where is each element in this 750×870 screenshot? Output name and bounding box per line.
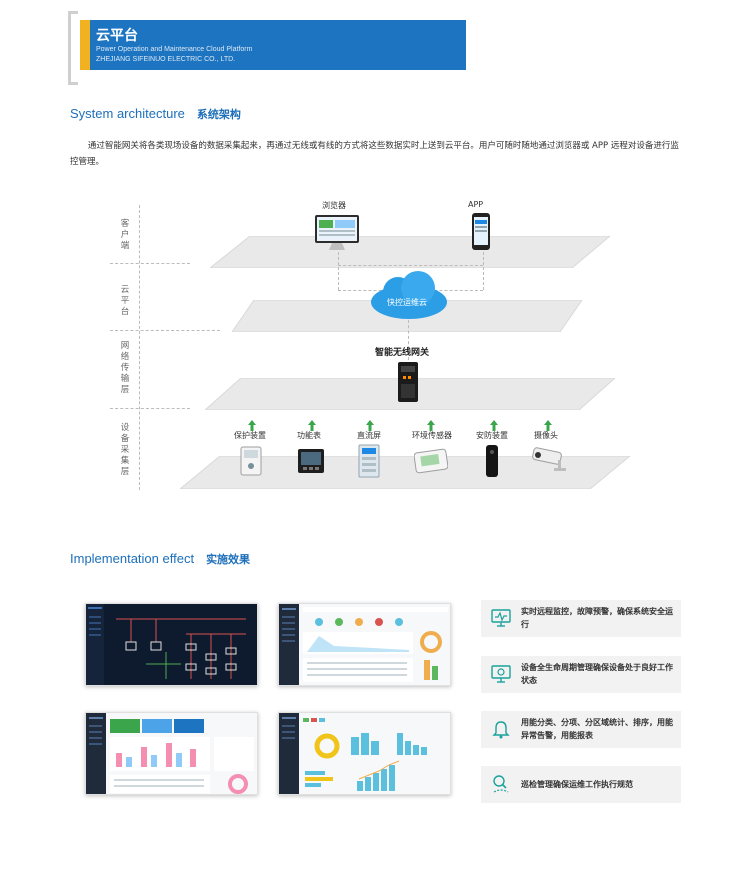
feature-item: 巡检管理确保运维工作执行规范	[481, 766, 681, 803]
banner-subtitle: Power Operation and Maintenance Cloud Pl…	[96, 46, 253, 53]
camera-icon	[530, 446, 570, 476]
device-layer-plane	[180, 456, 630, 489]
feature-text: 设备全生命周期管理确保设备处于良好工作状态	[521, 663, 673, 685]
layer-divider	[110, 263, 190, 264]
client-layer-plane	[210, 236, 610, 268]
dashboard-screenshot-overview	[278, 603, 451, 686]
arrow-up-icon	[366, 416, 374, 431]
power-meter-icon	[297, 448, 325, 478]
monitor-pulse-icon	[491, 608, 511, 628]
feature-item: 用能分类、分项、分区域统计、排序，用能异常告警，用能报表	[481, 711, 681, 748]
connector-line	[338, 252, 339, 290]
device-label-env-sensor: 环境传感器	[412, 431, 452, 440]
layer-divider	[110, 330, 220, 331]
device-label-protection: 保护装置	[234, 431, 266, 440]
dashboard-screenshot-statistics	[278, 712, 451, 795]
implementation-heading: Implementation effect 实施效果	[70, 551, 250, 567]
device-label-security: 安防装置	[476, 431, 508, 440]
banner-accent-bar	[80, 20, 90, 70]
arrow-up-icon	[427, 416, 435, 431]
arrow-up-icon	[544, 416, 552, 431]
dashboard-screenshot-energy	[85, 712, 258, 795]
implementation-heading-en: Implementation effect	[70, 551, 195, 566]
layer-label-network: 网络传输层	[120, 341, 130, 395]
connector-line	[408, 320, 409, 360]
architecture-heading-cn: 系统架构	[196, 108, 241, 121]
cloud-icon	[368, 270, 450, 324]
architecture-heading: System architecture 系统架构	[70, 106, 241, 122]
architecture-heading-en: System architecture	[70, 106, 185, 121]
implementation-heading-cn: 实施效果	[206, 553, 251, 566]
connector-line	[483, 252, 484, 290]
banner-company: ZHEJIANG SIFEINUO ELECTRIC CO., LTD.	[96, 56, 236, 63]
gateway-device-icon	[395, 362, 421, 408]
smartphone-icon	[471, 212, 491, 256]
env-sensor-icon	[413, 448, 449, 478]
device-label-camera: 摄像头	[534, 431, 558, 440]
feature-item: 实时远程监控，故障预警，确保系统安全运行	[481, 600, 681, 637]
app-label: APP	[468, 200, 484, 209]
banner-title: 云平台	[96, 28, 138, 44]
layer-label-client: 客户端	[120, 219, 130, 251]
arrow-up-icon	[490, 416, 498, 431]
gateway-label: 智能无线网关	[375, 348, 430, 358]
architecture-intro: 通过智能网关将各类现场设备的数据采集起来，再通过无线或有线的方式将这些数据实时上…	[70, 141, 679, 167]
feature-text: 巡检管理确保运维工作执行规范	[521, 780, 633, 789]
arrow-up-icon	[308, 416, 316, 431]
arrow-up-icon	[248, 416, 256, 431]
browser-monitor-icon	[312, 214, 362, 256]
header-banner	[80, 20, 466, 70]
security-device-icon	[485, 444, 499, 482]
monitor-gear-icon	[491, 664, 511, 684]
protection-device-icon	[240, 446, 262, 480]
feature-text: 实时远程监控，故障预警，确保系统安全运行	[521, 607, 673, 629]
layer-divider	[110, 408, 190, 409]
browser-label: 浏览器	[322, 201, 346, 210]
feature-item: 设备全生命周期管理确保设备处于良好工作状态	[481, 656, 681, 693]
layer-label-device: 设备采集层	[120, 423, 130, 477]
banner-frame	[68, 11, 78, 85]
cloud-label: 快控运维云	[387, 298, 427, 307]
connector-line	[338, 265, 483, 266]
device-label-dc-panel: 直流屏	[357, 431, 381, 440]
layer-guide-line	[139, 205, 140, 490]
dashboard-screenshot-topology	[85, 603, 258, 686]
dc-panel-icon	[358, 444, 380, 482]
search-route-icon	[491, 774, 511, 794]
feature-text: 用能分类、分项、分区域统计、排序，用能异常告警，用能报表	[521, 718, 673, 740]
layer-label-cloud: 云平台	[120, 285, 130, 317]
bell-icon	[491, 719, 511, 739]
device-label-meter: 功能表	[297, 431, 321, 440]
